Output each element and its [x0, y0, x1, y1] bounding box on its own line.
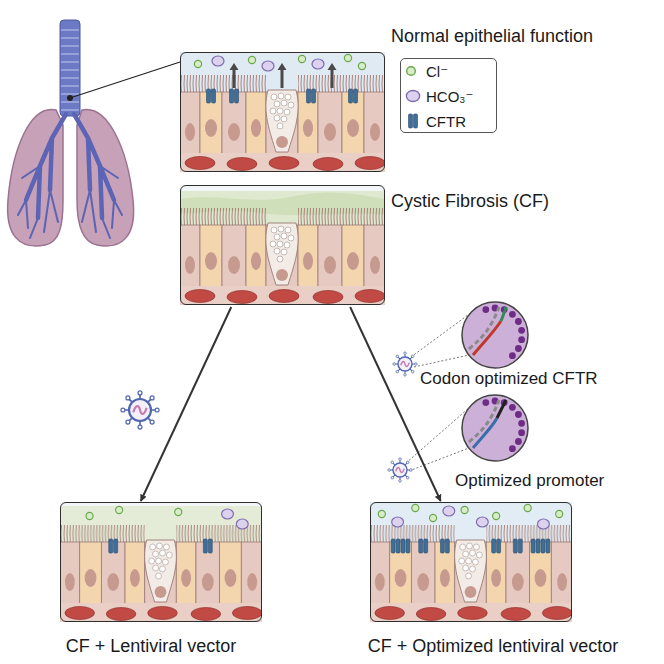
lungs [8, 20, 180, 246]
panel-title: Cystic Fibrosis (CF) [391, 190, 549, 212]
panel-caption: CF + Lentiviral vector [66, 635, 237, 657]
cf-optimized-lv-epithelium [370, 502, 572, 622]
panel-caption: CF + Optimized lentiviral vector [368, 635, 619, 657]
flow-arrow [350, 307, 441, 501]
vector-feature-label: Codon optimized CFTR [420, 369, 598, 389]
lentiviral-vector [121, 391, 159, 429]
cf-optimized-lv-panel: CF + Optimized lentiviral vector [370, 502, 572, 622]
legend-symbols [406, 67, 419, 128]
optimized-promoter-zoom [388, 395, 528, 482]
flow-arrow [141, 307, 231, 501]
cf-epithelium [180, 185, 385, 305]
legend-box: Cl⁻ HCO₃⁻ CFTR [400, 58, 497, 133]
codon-optimized-zoom [393, 302, 528, 376]
cf-panel: Cystic Fibrosis (CF) [180, 185, 385, 305]
legend-text: CFTR [426, 113, 466, 131]
normal-epithelium [180, 52, 385, 172]
cf-lv-panel: CF + Lentiviral vector [60, 502, 262, 622]
vector-feature-label: Optimized promoter [455, 471, 604, 491]
cf-lv-epithelium [60, 502, 262, 622]
legend-text: Cl⁻ [426, 63, 448, 81]
normal-panel: Normal epithelial function [180, 52, 385, 172]
legend-text: HCO₃⁻ [426, 88, 473, 106]
panel-title: Normal epithelial function [391, 25, 593, 47]
